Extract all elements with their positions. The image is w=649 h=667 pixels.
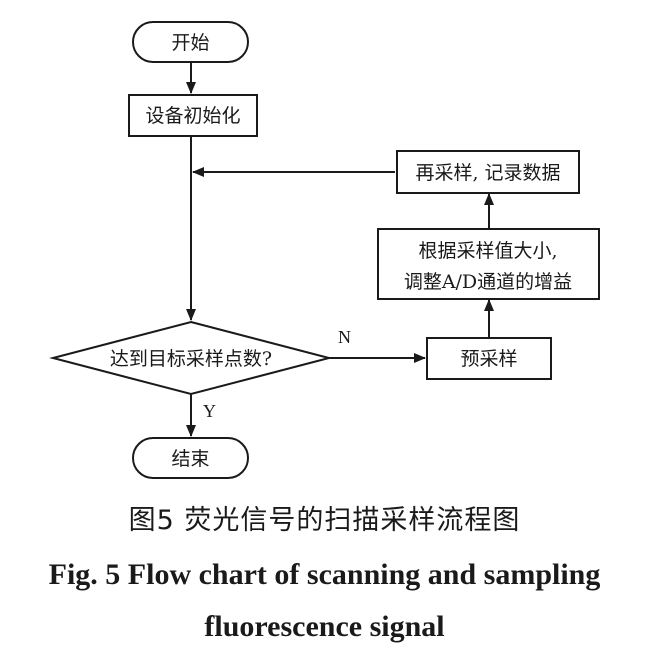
- resample-node-label: 再采样, 记录数据: [415, 162, 560, 184]
- figure-caption-english-line2: fluorescence signal: [204, 610, 445, 643]
- edge-label-no: N: [338, 327, 351, 347]
- init-node-label: 设备初始化: [145, 105, 240, 127]
- start-node: 开始: [132, 21, 249, 63]
- end-node-label: 结束: [171, 448, 209, 470]
- end-node: 结束: [132, 437, 249, 479]
- start-node-label: 开始: [171, 32, 209, 54]
- resample-node: 再采样, 记录数据: [396, 150, 580, 194]
- adjust-gain-label-line1: 根据采样值大小,: [418, 240, 557, 262]
- figure-caption-english-line1: Fig. 5 Flow chart of scanning and sampli…: [48, 558, 601, 591]
- presample-node-label: 预采样: [460, 348, 517, 370]
- edge-label-yes: Y: [203, 401, 216, 421]
- decision-node: 达到目标采样点数?: [49, 320, 333, 396]
- figure-caption-chinese: 图5 荧光信号的扫描采样流程图: [128, 505, 521, 536]
- presample-node: 预采样: [426, 337, 552, 380]
- adjust-gain-label-line2: 调整A/D通道的增益: [404, 271, 572, 293]
- decision-node-label: 达到目标采样点数?: [110, 348, 272, 370]
- adjust-gain-node: 根据采样值大小, 调整A/D通道的增益: [377, 228, 600, 300]
- init-node: 设备初始化: [128, 94, 258, 137]
